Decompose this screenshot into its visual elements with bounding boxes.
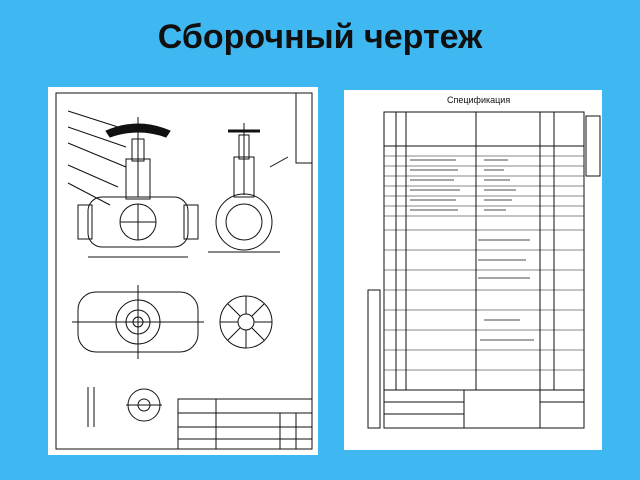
specification-header: Спецификация	[447, 95, 511, 105]
section-view-b	[87, 387, 162, 427]
slide-title: Сборочный чертеж	[157, 18, 483, 56]
title-block	[177, 398, 313, 450]
assembly-drawing-sheet	[48, 87, 318, 455]
stamp-box	[295, 92, 313, 164]
assembly-drawing	[55, 92, 313, 450]
specification-table	[367, 111, 601, 429]
valve-front-view	[67, 110, 199, 258]
valve-top-view	[72, 285, 204, 359]
valve-side-view	[208, 123, 289, 253]
specification-sheet	[344, 90, 602, 450]
handwheel-view	[219, 295, 273, 349]
